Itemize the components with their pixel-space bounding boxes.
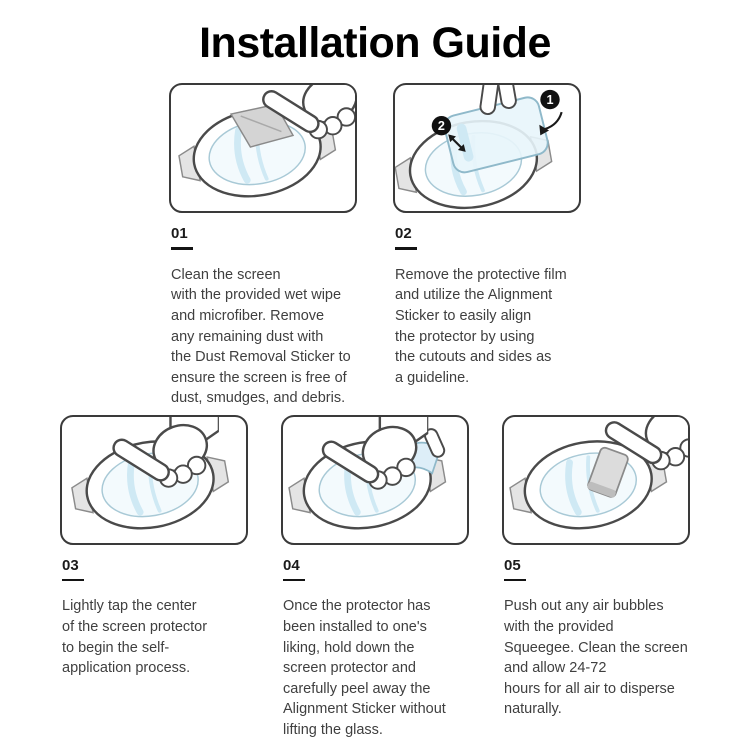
squeegee-icon (587, 446, 629, 498)
step-03: 03 Lightly tap the center of the screen … (60, 414, 248, 679)
step-number: 03 (62, 556, 79, 574)
step-number: 02 (395, 225, 412, 243)
step-number: 04 (283, 556, 300, 574)
step-text: Remove the protective film and utilize t… (395, 266, 567, 386)
step-05-illustration-frame (502, 414, 690, 545)
steps-row-bottom: 03 Lightly tap the center of the screen … (0, 414, 750, 741)
step-number-underline (62, 578, 84, 582)
step-number: 05 (504, 556, 521, 574)
step-01-illustration-frame (169, 83, 357, 214)
step-05: 05 Push out any air bubbles with the pro… (502, 414, 690, 720)
step-03-illustration (62, 416, 246, 543)
step-badge-2-icon: 2 (431, 116, 452, 136)
arrow-diagonal-icon (448, 134, 466, 153)
step-04-illustration-frame (281, 414, 469, 545)
step-02-illustration-frame: 1 2 (393, 83, 581, 214)
step-02-illustration: 1 2 (395, 85, 563, 211)
svg-text:1: 1 (546, 93, 553, 107)
step-05-illustration (504, 416, 688, 543)
hand-icon (479, 85, 517, 116)
step-03-illustration-frame (60, 414, 248, 545)
page-title: Installation Guide (199, 19, 551, 67)
step-number-underline (283, 578, 305, 582)
arrow-curved-icon (539, 112, 563, 136)
step-text: Once the protector has been installed to… (283, 598, 446, 738)
step-04-illustration (283, 416, 467, 543)
step-number: 01 (171, 225, 188, 243)
steps-row-top: 01 Clean the screen with the provided we… (0, 83, 750, 409)
step-number-underline (504, 578, 526, 582)
wipe-cloth-icon (229, 103, 295, 149)
step-text: Push out any air bubbles with the provid… (504, 598, 688, 718)
step-badge-1-icon: 1 (540, 90, 560, 110)
step-text: Clean the screen with the provided wet w… (171, 266, 351, 407)
step-number-underline (171, 247, 193, 250)
step-text: Lightly tap the center of the screen pro… (62, 598, 208, 677)
step-01-illustration (171, 85, 355, 211)
step-04: 04 Once the protector has been installed… (281, 414, 469, 741)
watch-icon (66, 429, 234, 540)
step-01: 01 Clean the screen with the provided we… (169, 83, 357, 409)
step-02: 1 2 02 (393, 83, 581, 388)
step-number-underline (395, 247, 417, 250)
svg-text:2: 2 (438, 119, 445, 133)
